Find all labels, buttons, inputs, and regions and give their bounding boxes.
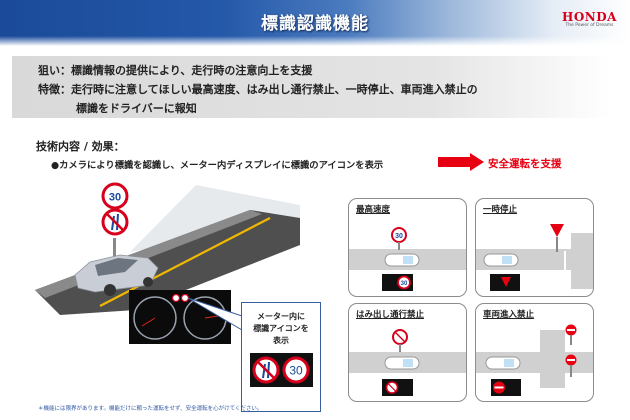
panel-speed-limit: 最高速度 30 30 xyxy=(348,198,467,297)
logo-brand: HONDA xyxy=(562,10,617,24)
summary-box: 狙い：標識情報の提供により、走行時の注意向上を支援 特徴：走行時に注意してほしい… xyxy=(12,56,612,118)
panel-stop: 一時停止 xyxy=(475,198,594,297)
stop-scene xyxy=(483,224,593,291)
tech-result: 安全運転を支援 xyxy=(488,158,562,170)
car-icon xyxy=(74,254,159,296)
svg-text:30: 30 xyxy=(395,233,403,240)
arrow-right-icon xyxy=(438,153,484,171)
honda-logo: HONDA The Power of Dreams xyxy=(562,11,617,29)
summary-feature-cont: 標識をドライバーに報知 xyxy=(76,102,197,115)
tech-heading: 技術内容 / 効果： xyxy=(36,140,125,153)
speed-limit-scene: 30 30 xyxy=(382,227,420,291)
meter-callout: メーター内に 標識アイコンを 表示 30 xyxy=(241,302,321,412)
svg-text:30: 30 xyxy=(401,281,408,287)
no-entry-scene xyxy=(485,324,577,396)
speed-limit-icon xyxy=(282,356,310,384)
callout-sign-icons: 30 xyxy=(250,353,313,387)
svg-text:30: 30 xyxy=(289,364,303,378)
summary-feature: 特徴：走行時に注意してほしい最高速度、はみ出し通行禁止、一時停止、車両進入禁止の xyxy=(38,83,478,96)
sign-speed-text: 30 xyxy=(109,192,121,204)
panel-no-overtaking: はみ出し通行禁止 xyxy=(348,303,467,402)
no-overtaking-scene xyxy=(382,329,420,396)
summary-aim: 狙い：標識情報の提供により、走行時の注意向上を支援 xyxy=(38,64,313,77)
panel-no-entry: 車両進入禁止 xyxy=(475,303,594,402)
callout-text: メーター内に 標識アイコンを 表示 xyxy=(253,312,309,345)
page-title: 標識認識機能 xyxy=(261,14,369,34)
header-banner xyxy=(0,0,630,46)
road-scene-illustration: 30 xyxy=(35,182,300,344)
logo-tagline: The Power of Dreams xyxy=(565,23,614,28)
tech-bullet: ●カメラにより標識を認識し、メーター内ディスプレイに標識のアイコンを表示 xyxy=(51,160,384,171)
disclaimer-footnote: ＊機能には限界があります。機能だけに頼った運転をせず、安全運転を心がけてください… xyxy=(38,406,263,412)
